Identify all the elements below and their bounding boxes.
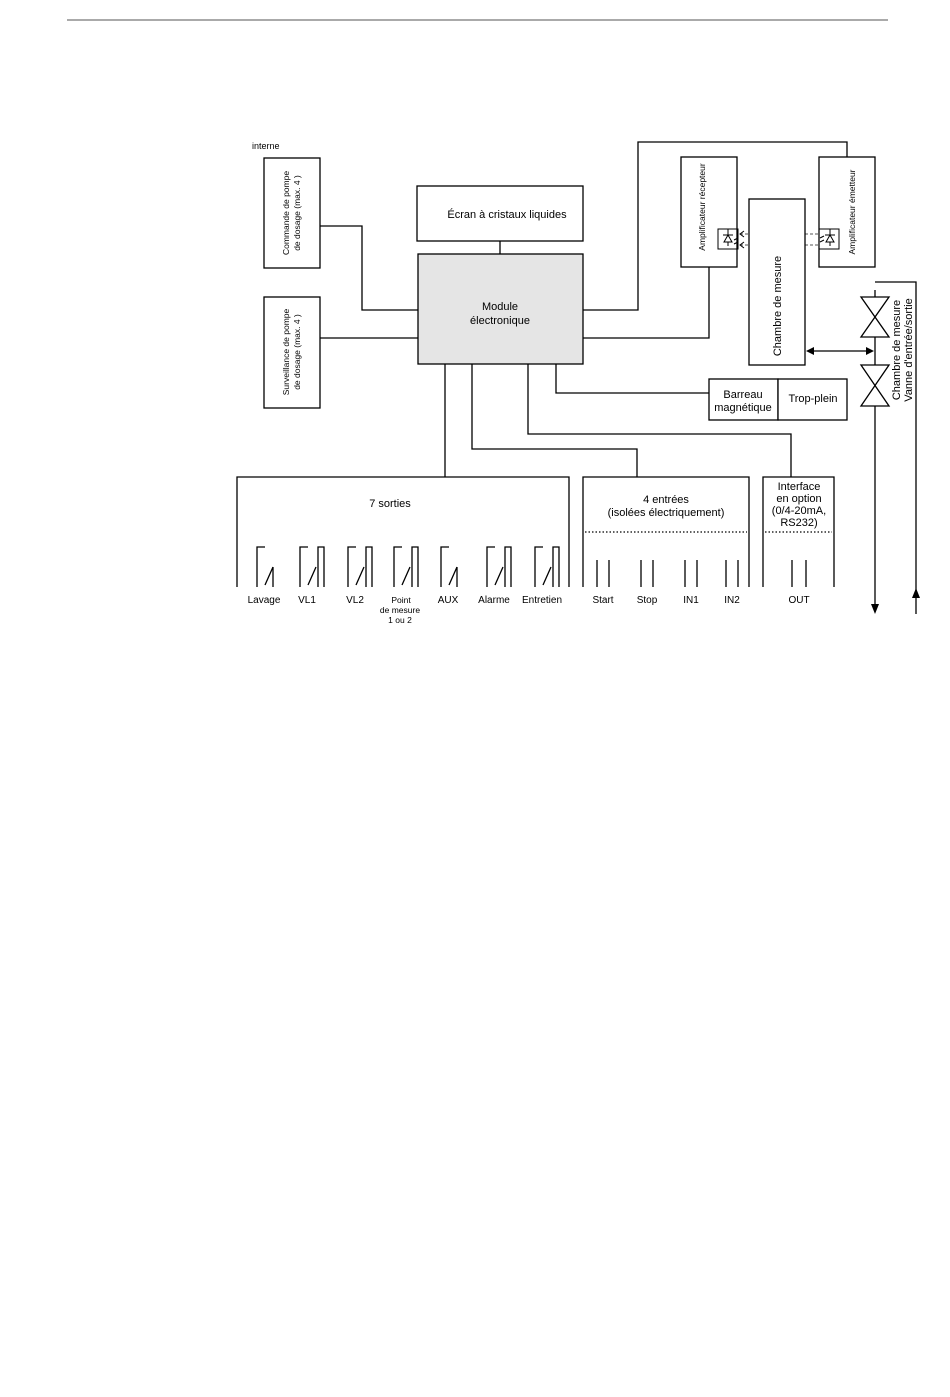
output-label-vl2: VL2 — [346, 595, 364, 606]
text-ecran: Écran à cristaux liquides — [447, 208, 567, 221]
wire-module-barreau — [555, 364, 709, 394]
output-labels: Lavage VL1 VL2 Point AUX Alarme Entretien — [248, 595, 562, 606]
interface-labels: OUT — [788, 595, 809, 606]
text-module-l1: Module — [482, 301, 518, 313]
box-module-electronique — [417, 253, 584, 365]
output-point-extra-2: 1 ou 2 — [388, 615, 412, 625]
relay-contacts — [256, 546, 560, 587]
box-commande-pompe — [263, 157, 321, 269]
box-trop-plein — [777, 378, 848, 421]
text-interface-l2: en option — [776, 493, 821, 505]
input-labels: Start Stop IN1 IN2 — [592, 595, 740, 606]
relay-contact-5 — [440, 546, 458, 587]
interface-terminals — [791, 560, 807, 587]
text-interface-l1: Interface — [778, 481, 821, 493]
output-label-point: Point — [391, 595, 411, 605]
box-barreau-magnetique — [708, 378, 779, 421]
text-vanne-l2: Vanne d'entrée/sortie — [903, 298, 915, 401]
photodiode-icon — [717, 228, 739, 250]
arrow-left — [806, 347, 814, 355]
box-interface — [762, 476, 835, 587]
text-vanne-l1: Chambre de mesure — [891, 300, 903, 400]
text-entrees-l2: (isolées électriquement) — [608, 507, 725, 519]
relay-contact-1 — [256, 546, 274, 587]
text-surveillance-l2: de dosage (max. 4 ) — [292, 314, 302, 390]
box-ampli-recepteur — [680, 156, 738, 268]
text-ampli-recepteur: Amplificateur récepteur — [697, 163, 707, 251]
box-ecran — [416, 185, 584, 242]
box-sorties — [236, 476, 570, 587]
text-module-l2: électronique — [470, 315, 530, 327]
box-surveillance-pompe — [263, 296, 321, 409]
input-label-start: Start — [592, 595, 613, 606]
text-sorties-title: 7 sorties — [369, 498, 411, 510]
valve-icon-top — [859, 296, 891, 338]
relay-contact-7 — [534, 546, 560, 587]
relay-contact-6 — [486, 546, 512, 587]
optical-beams — [739, 230, 819, 249]
input-terminal-start — [596, 560, 610, 587]
arrow-up — [912, 588, 920, 598]
input-label-stop: Stop — [637, 595, 658, 606]
pipe-entree — [875, 281, 917, 614]
wire-module-recepteur — [583, 267, 710, 339]
input-label-in1: IN1 — [683, 595, 699, 606]
arrow-right — [866, 347, 874, 355]
text-chambre-mesure: Chambre de mesure — [772, 256, 784, 356]
input-terminals — [596, 560, 739, 587]
relay-contact-2 — [299, 546, 325, 587]
output-label-entretien: Entretien — [522, 595, 562, 606]
led-icon — [818, 228, 840, 250]
relay-contact-4 — [393, 546, 419, 587]
wire-commande-module — [320, 225, 418, 311]
output-point-extra-1: de mesure — [380, 605, 420, 615]
text-ampli-emetteur: Amplificateur émetteur — [847, 169, 857, 254]
label-interne: interne — [252, 141, 280, 151]
input-terminal-stop — [640, 560, 654, 587]
interface-label-out: OUT — [788, 595, 809, 606]
wires — [320, 141, 920, 614]
relay-contact-3 — [347, 546, 373, 587]
text-trop-plein: Trop-plein — [788, 393, 837, 405]
text-entrees-l1: 4 entrées — [643, 494, 689, 506]
wire-module-entrees — [471, 364, 638, 477]
output-label-alarme: Alarme — [478, 595, 510, 606]
valve-icon-bottom — [859, 364, 891, 407]
text-barreau-l2: magnétique — [714, 402, 772, 414]
text-commande-l1: Commande de pompe — [281, 171, 291, 255]
text-barreau-l1: Barreau — [723, 389, 762, 401]
text-surveillance-l1: Surveillance de pompe — [281, 309, 291, 396]
text-commande-l2: de dosage (max. 4 ) — [292, 175, 302, 251]
output-label-aux: AUX — [438, 595, 459, 606]
wire-module-emetteur — [583, 141, 848, 311]
input-label-in2: IN2 — [724, 595, 740, 606]
text-interface-l3: (0/4-20mA, — [772, 505, 826, 517]
arrow-down — [871, 604, 879, 614]
wire-module-interface — [527, 364, 792, 477]
interface-terminal-out — [791, 560, 807, 587]
input-terminal-in2 — [725, 560, 739, 587]
output-label-vl1: VL1 — [298, 595, 316, 606]
input-terminal-in1 — [684, 560, 698, 587]
output-label-lavage: Lavage — [248, 595, 281, 606]
box-chambre-mesure — [748, 198, 806, 366]
text-interface-l4: RS232) — [780, 517, 817, 529]
